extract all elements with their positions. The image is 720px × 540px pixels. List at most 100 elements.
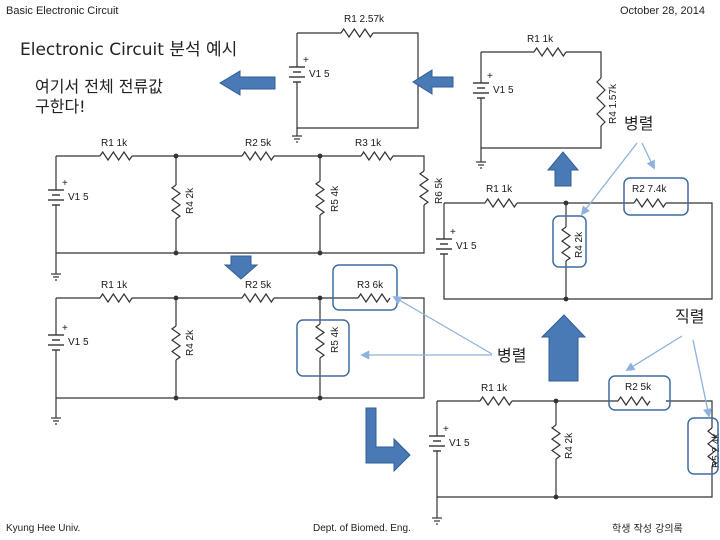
resistor bbox=[99, 292, 133, 304]
node bbox=[317, 295, 323, 301]
node bbox=[563, 296, 569, 302]
label-b-r2: R2 5k bbox=[245, 280, 272, 291]
arrow-bend bbox=[365, 407, 411, 473]
source-label: V1 5 bbox=[68, 192, 89, 203]
arrow-left-1 bbox=[219, 70, 276, 96]
label-c1-r1: R1 2.57k bbox=[344, 14, 385, 25]
label-m-r6: R6 5k bbox=[434, 177, 445, 204]
label-b-r5: R5 4k bbox=[330, 326, 341, 353]
circuit-1 bbox=[296, 32, 419, 136]
label-m-r3: R3 1k bbox=[355, 138, 382, 149]
arrow-down bbox=[223, 255, 259, 280]
label-e-r1: R1 1k bbox=[481, 383, 508, 394]
label-parallel-bottom: 병렬 bbox=[497, 346, 527, 365]
circuit-reduced-1 bbox=[55, 297, 425, 418]
label-d-r2: R2 7.4k bbox=[632, 184, 667, 195]
source-label: V1 5 bbox=[309, 69, 330, 80]
label-m-r5: R5 4k bbox=[330, 185, 341, 212]
node bbox=[553, 398, 559, 404]
label-b-r1: R1 1k bbox=[101, 280, 128, 291]
resistor bbox=[633, 197, 667, 209]
node bbox=[173, 295, 179, 301]
arrow-up-1 bbox=[546, 151, 580, 187]
highlight-d-r4 bbox=[552, 215, 587, 268]
pointer-to-e-r2 bbox=[625, 335, 683, 371]
label-b-r3: R3 6k bbox=[357, 280, 384, 291]
pointer-to-e-r5 bbox=[692, 339, 712, 418]
node bbox=[317, 395, 323, 401]
plus-sign: + bbox=[450, 227, 456, 238]
resistor bbox=[560, 226, 572, 262]
arrow-up-2 bbox=[540, 314, 587, 382]
resistor bbox=[360, 150, 394, 162]
highlight-r3 bbox=[332, 264, 398, 311]
resistor bbox=[357, 292, 391, 304]
resistor bbox=[550, 424, 562, 460]
date: October 28, 2014 bbox=[620, 5, 706, 17]
course-title: Basic Electronic Circuit bbox=[6, 5, 119, 17]
resistor bbox=[596, 77, 606, 127]
label-e-r2: R2 5k bbox=[625, 382, 652, 393]
footer-author: 학생 작성 강의록 bbox=[612, 524, 683, 535]
node bbox=[173, 153, 179, 159]
resistor bbox=[241, 292, 275, 304]
note-line-2: 구한다! bbox=[35, 97, 86, 116]
resistor bbox=[170, 325, 182, 361]
label-d-r4: R4 2k bbox=[574, 231, 585, 258]
label-b-r4: R4 2k bbox=[185, 329, 196, 356]
source-label: V1 5 bbox=[493, 85, 514, 96]
footer-department: Dept. of Biomed. Eng. bbox=[313, 523, 411, 534]
node bbox=[553, 494, 559, 500]
label-c2-r1: R1 1k bbox=[527, 34, 554, 45]
resistor bbox=[418, 170, 430, 206]
label-series: 직렬 bbox=[675, 307, 705, 326]
source-label: V1 5 bbox=[449, 438, 470, 449]
pointer-to-r3 bbox=[392, 296, 493, 355]
node bbox=[317, 250, 323, 256]
resistor bbox=[99, 150, 133, 162]
pointer-to-d-r2 bbox=[641, 142, 655, 170]
node bbox=[317, 153, 323, 159]
highlight-e-r2 bbox=[608, 375, 671, 411]
highlight-e-r5 bbox=[687, 417, 719, 475]
circuit-reduced-3 bbox=[436, 400, 713, 518]
note-text: 여기서 전체 전류값 구한다! bbox=[35, 77, 163, 117]
resistor bbox=[479, 395, 513, 407]
label-c2-r4: R4 1.57k bbox=[608, 83, 619, 124]
highlight-d-r2 bbox=[623, 177, 689, 216]
slide-title: Electronic Circuit 분석 예시 bbox=[20, 40, 238, 60]
resistor bbox=[707, 427, 717, 467]
label-d-r1: R1 1k bbox=[486, 184, 513, 195]
label-e-r5: R5 2.4k bbox=[711, 433, 720, 468]
footer-university: Kyung Hee Univ. bbox=[6, 523, 81, 534]
source-label: V1 5 bbox=[68, 337, 89, 348]
source-label: V1 5 bbox=[456, 241, 477, 252]
label-m-r1: R1 1k bbox=[101, 138, 128, 149]
resistor bbox=[533, 46, 567, 58]
label-e-r4: R4 2k bbox=[564, 432, 575, 459]
resistor bbox=[241, 150, 275, 162]
note-line-1: 여기서 전체 전류값 bbox=[35, 77, 163, 96]
highlight-r5 bbox=[296, 319, 350, 377]
pointer-to-d-r4 bbox=[580, 142, 638, 216]
node bbox=[173, 250, 179, 256]
node bbox=[173, 395, 179, 401]
resistor bbox=[170, 184, 182, 220]
resistor bbox=[314, 180, 326, 216]
plus-sign: + bbox=[62, 323, 68, 334]
circuit-2 bbox=[480, 51, 602, 162]
arrow-left-2 bbox=[412, 69, 454, 95]
resistor bbox=[617, 395, 651, 407]
label-m-r2: R2 5k bbox=[245, 138, 272, 149]
label-m-r4: R4 2k bbox=[185, 187, 196, 214]
label-parallel-top: 병렬 bbox=[624, 114, 654, 133]
plus-sign: + bbox=[62, 178, 68, 189]
resistor bbox=[314, 323, 326, 359]
plus-sign: + bbox=[487, 71, 493, 82]
resistor bbox=[484, 197, 518, 209]
circuit-main bbox=[55, 155, 425, 274]
plus-sign: + bbox=[443, 424, 449, 435]
resistor bbox=[340, 27, 374, 39]
node bbox=[563, 200, 569, 206]
